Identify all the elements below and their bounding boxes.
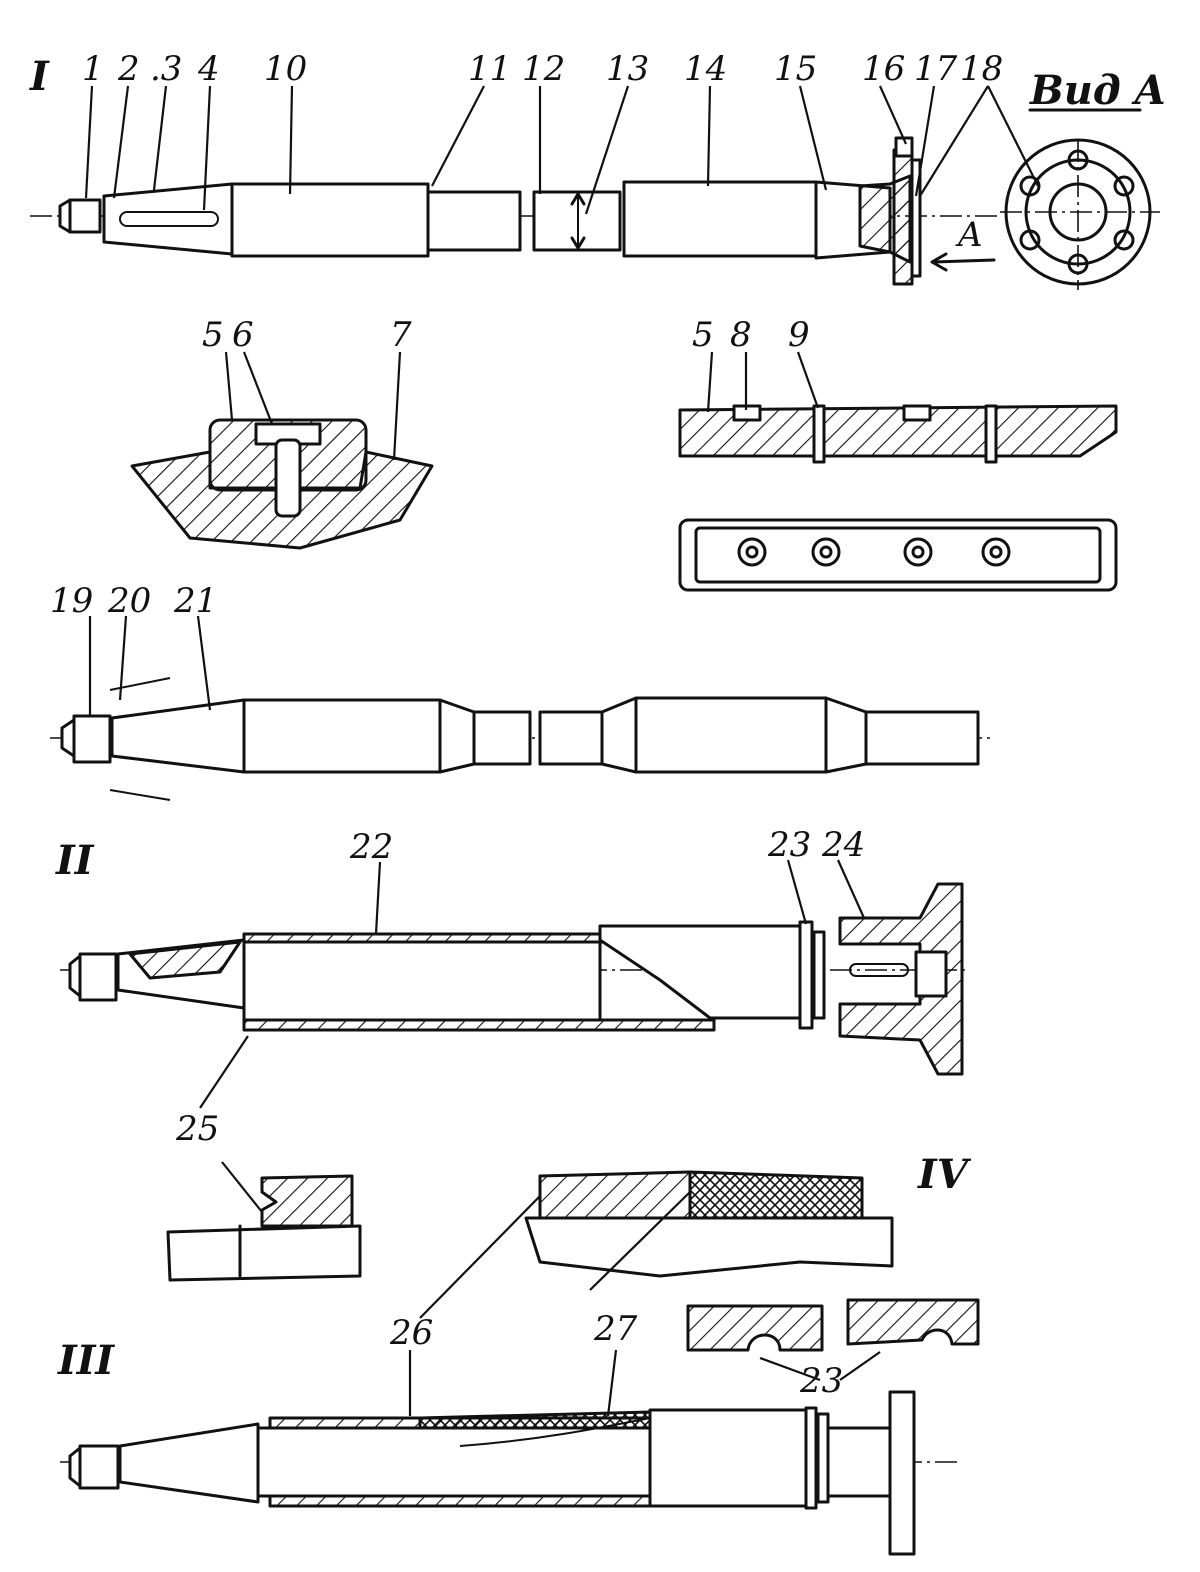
detail-IV	[524, 1170, 894, 1278]
labels: I 1 2 .3 4 10 11 12 13 14 15 16 17 18 Ви…	[29, 49, 1166, 1401]
arrow-A-label: A	[955, 215, 983, 255]
label-25: 25	[175, 1109, 219, 1149]
figure-III-assembly	[60, 1390, 960, 1556]
label-1: 1	[82, 49, 104, 89]
label-5-plate: 5	[692, 315, 714, 355]
label-5-section: 5	[202, 315, 224, 355]
label-21: 21	[173, 581, 217, 621]
section-label-IV: IV	[917, 1151, 972, 1198]
label-23-II: 23	[767, 825, 811, 865]
section-label-I: I	[29, 53, 50, 100]
label-16: 16	[862, 49, 905, 89]
label-17: 17	[914, 49, 958, 89]
label-12: 12	[522, 49, 565, 89]
label-20: 20	[107, 581, 151, 621]
shaft-19-21	[50, 677, 995, 801]
section-label-III: III	[57, 1337, 115, 1384]
label-14: 14	[684, 49, 727, 89]
label-19: 19	[50, 581, 93, 621]
figure-II-assembly	[60, 882, 970, 1076]
leader-lines	[84, 85, 1039, 1417]
label-26: 26	[389, 1313, 433, 1353]
key-section-detail	[130, 418, 434, 550]
label-11: 11	[468, 49, 511, 89]
view-A-title: Вид A	[1029, 67, 1166, 114]
view-A-flange	[1000, 108, 1160, 290]
section-label-II: II	[55, 837, 95, 884]
label-22: 22	[349, 827, 393, 867]
label-27: 27	[593, 1309, 638, 1349]
label-18: 18	[960, 49, 1003, 89]
label-2: 2	[117, 49, 140, 89]
label-24: 24	[821, 825, 865, 865]
label-8: 8	[730, 315, 752, 355]
label-4: 4	[197, 49, 220, 89]
label-10: 10	[264, 49, 307, 89]
label-23-detail: 23	[799, 1361, 843, 1401]
label-15: 15	[774, 49, 817, 89]
label-6: 6	[232, 315, 254, 355]
detail-23	[686, 1298, 980, 1352]
label-7: 7	[390, 315, 412, 355]
label-13: 13	[606, 49, 649, 89]
key-plate-views	[678, 404, 1118, 592]
label-9: 9	[788, 315, 810, 355]
label-3: .3	[150, 49, 182, 89]
figure-I-shaft	[30, 136, 1000, 286]
detail-25	[166, 1174, 362, 1282]
